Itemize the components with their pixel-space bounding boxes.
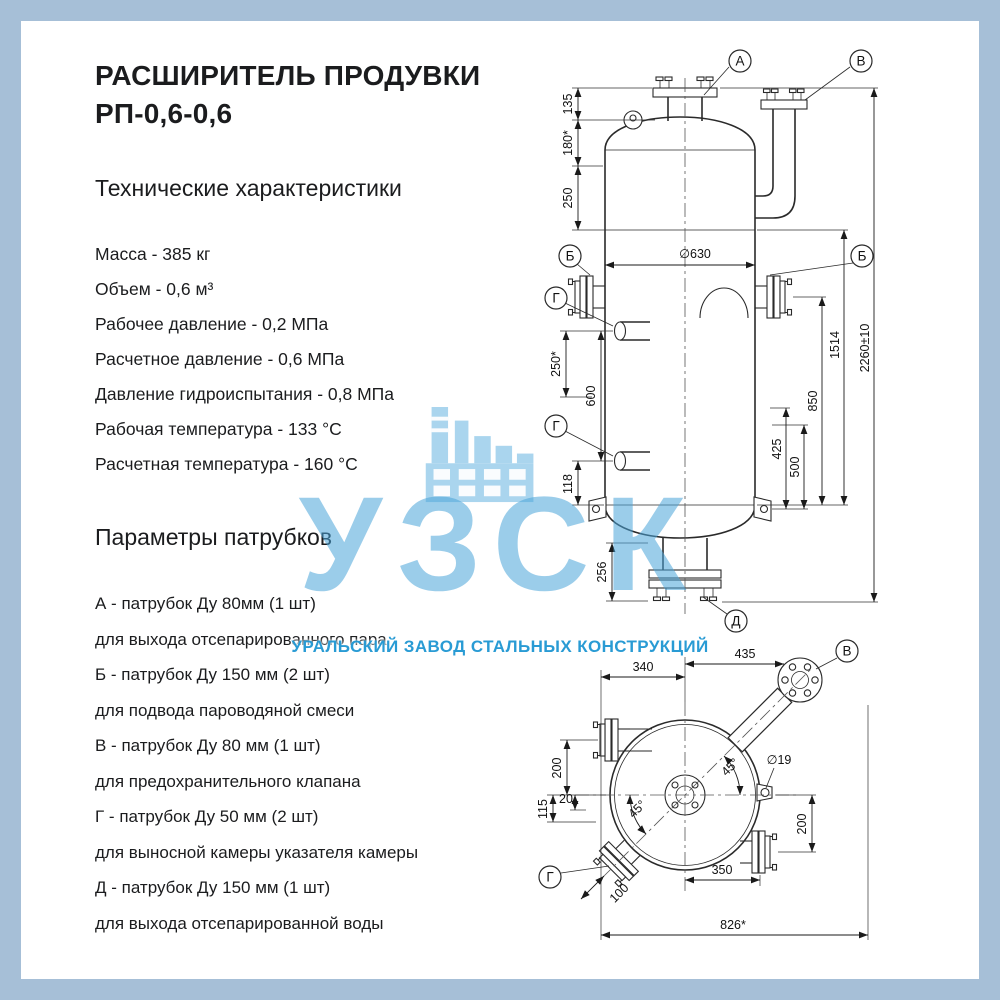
spec-item-working-pressure: Рабочее давление - 0,2 МПа <box>95 314 329 334</box>
title-line1: РАСШИРИТЕЛЬ ПРОДУВКИ <box>95 60 481 91</box>
title-line2: РП-0,6-0,6 <box>95 98 233 129</box>
nozzle-b-label: Б - патрубок Ду 150 мм (2 шт) <box>95 665 330 684</box>
nozzle-v-desc: для предохранительного клапана <box>95 771 361 791</box>
spec-item-design-temp: Расчетная температура - 160 °С <box>95 454 358 474</box>
nozzle-v-label: В - патрубок Ду 80 мм (1 шт) <box>95 736 321 755</box>
specs-list: Масса - 385 кг Объем - 0,6 м³ Рабочее да… <box>95 237 525 482</box>
spec-item-design-pressure: Расчетное давление - 0,6 МПа <box>95 349 345 369</box>
info-panel: РАСШИРИТЕЛЬ ПРОДУВКИ РП-0,6-0,6 Техничес… <box>95 57 525 941</box>
product-title: РАСШИРИТЕЛЬ ПРОДУВКИ РП-0,6-0,6 <box>95 57 525 133</box>
nozzle-d-desc: для выхода отсепарированной воды <box>95 913 384 933</box>
nozzle-b-desc: для подвода пароводяной смеси <box>95 700 355 720</box>
nozzle-a-label: А - патрубок Ду 80мм (1 шт) <box>95 594 316 613</box>
nozzle-list: А - патрубок Ду 80мм (1 шт) для выхода о… <box>95 586 525 941</box>
nozzle-a-desc: для выхода отсепарированного пара <box>95 629 387 649</box>
spec-item-mass: Масса - 385 кг <box>95 244 211 264</box>
specs-heading: Технические характеристики <box>95 175 402 201</box>
spec-item-working-temp: Рабочая температура - 133 °С <box>95 419 342 439</box>
spec-item-volume: Объем - 0,6 м³ <box>95 279 214 299</box>
nozzle-d-label: Д - патрубок Ду 150 мм (1 шт) <box>95 878 331 897</box>
spec-item-hydro-pressure: Давление гидроиспытания - 0,8 МПа <box>95 384 394 404</box>
nozzle-g-desc: для выносной камеры указателя камеры <box>95 842 419 862</box>
nozzles-heading: Параметры патрубков <box>95 524 333 550</box>
nozzle-g-label: Г - патрубок Ду 50 мм (2 шт) <box>95 807 319 826</box>
